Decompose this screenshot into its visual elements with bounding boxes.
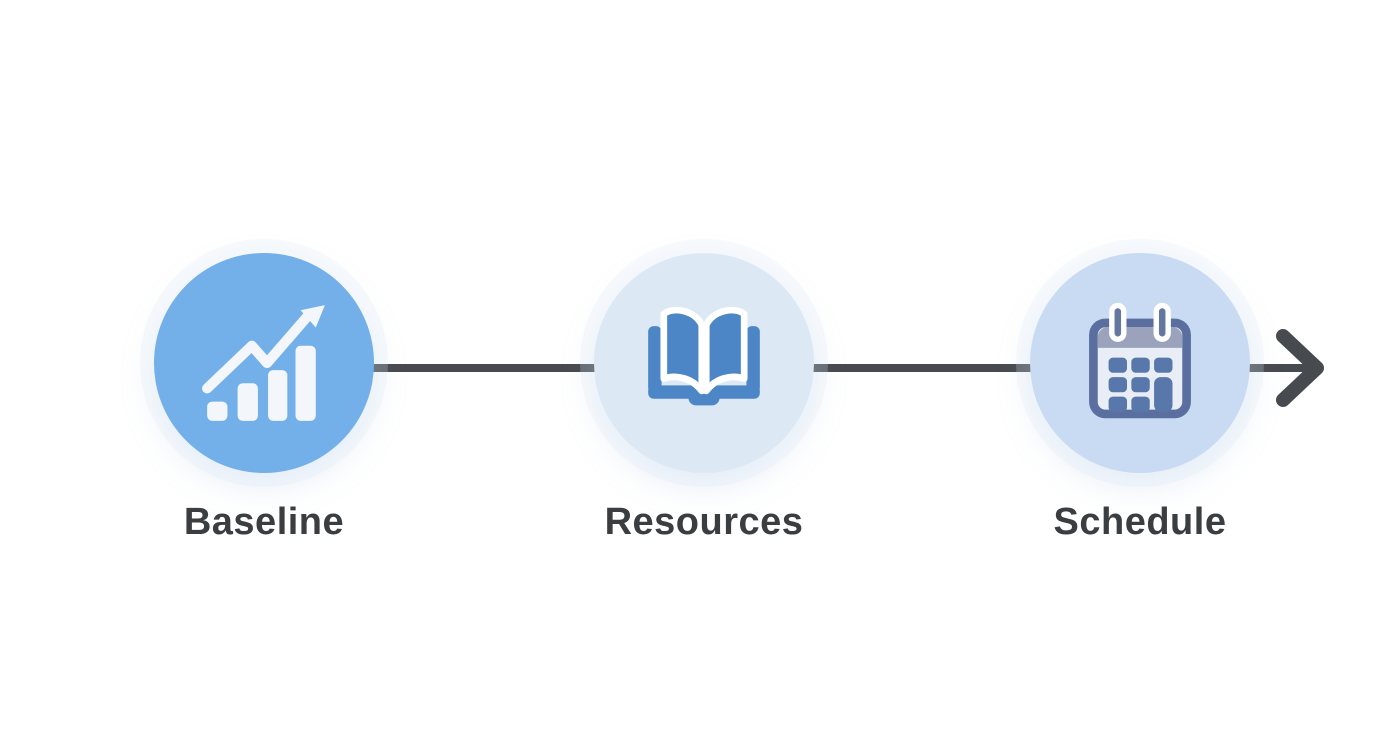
step-circle-resources — [594, 253, 814, 473]
arrow-right-icon — [1276, 329, 1328, 407]
step-label-schedule: Schedule — [1053, 501, 1227, 543]
step-label-baseline: Baseline — [183, 501, 345, 543]
step-circle-schedule — [1030, 253, 1250, 473]
step-label-resources: Resources — [604, 501, 804, 543]
bar-chart-trend-up-icon — [198, 297, 330, 429]
open-book-icon — [637, 296, 771, 430]
connector-line — [340, 364, 1310, 372]
calendar-icon — [1075, 298, 1205, 428]
step-circle-baseline — [154, 253, 374, 473]
